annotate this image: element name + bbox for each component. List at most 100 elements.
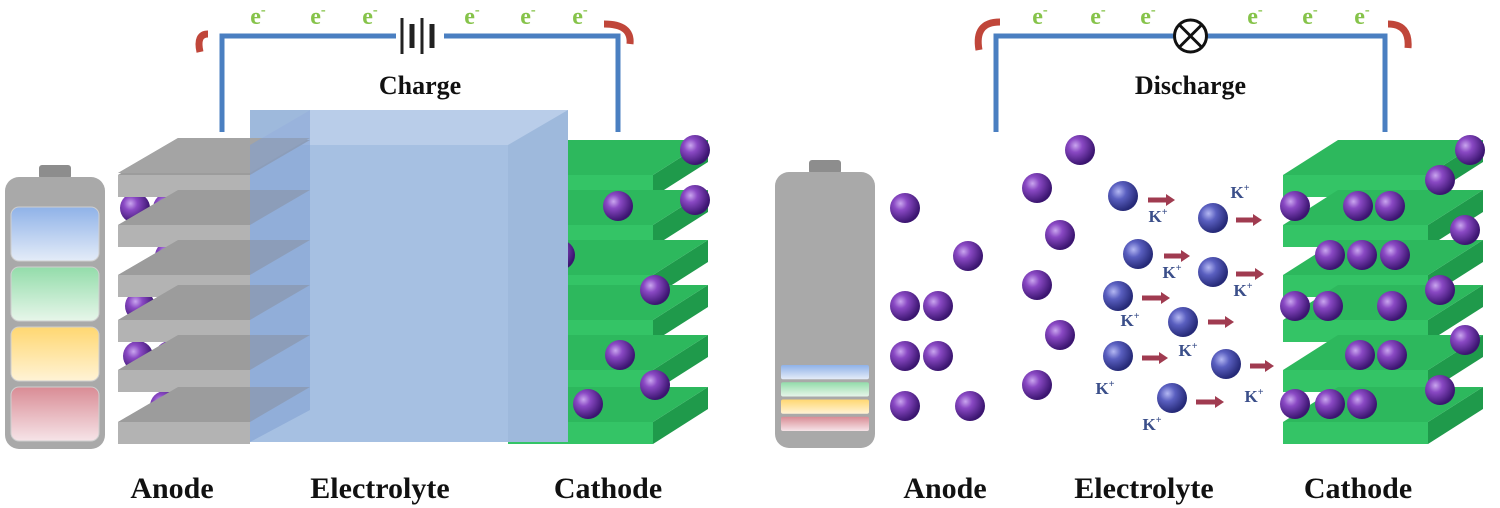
discharge-title: Discharge [1135, 71, 1246, 100]
ion-label-main: K [1178, 341, 1192, 360]
electron-label-sup: - [373, 2, 378, 18]
cathode-label: Cathode [554, 472, 662, 505]
cathode-layer-side [1428, 387, 1483, 444]
circuit-arrow [974, 18, 1001, 51]
intercalated-ion [890, 193, 920, 223]
potassium-ion [1211, 349, 1241, 379]
electron-label-sup: - [531, 2, 536, 18]
intercalated-ion [953, 241, 983, 271]
intercalated-ion [1313, 291, 1343, 321]
intercalated-ion [1345, 340, 1375, 370]
intercalated-ion [1425, 275, 1455, 305]
intercalated-ion [1045, 220, 1075, 250]
electron-label-sup: - [1043, 2, 1048, 18]
ion-label-main: K [1095, 379, 1109, 398]
ion-arrow-head [1265, 360, 1274, 372]
cathode-stack [1280, 135, 1485, 444]
intercalated-ion [1425, 375, 1455, 405]
electron-label-sup: - [475, 2, 480, 18]
ion-label: K+ [1095, 379, 1114, 398]
ion-arrow-head [1225, 316, 1234, 328]
battery-gauge-cell [10, 266, 100, 322]
ion-label: K+ [1230, 183, 1249, 202]
electron-label-sup: - [1151, 2, 1156, 18]
intercalated-ion [573, 389, 603, 419]
ion-label-sup: + [1156, 415, 1162, 426]
separator-face [250, 110, 310, 442]
ion-arrow-head [1253, 214, 1262, 226]
ion-label: K+ [1148, 207, 1167, 226]
electron-label-sup: - [1258, 2, 1263, 18]
battery-gauge-cell [781, 365, 869, 380]
electron-label-main: e [1032, 4, 1043, 30]
battery-gauge-icon [5, 165, 105, 449]
ion-label-sup: + [1109, 379, 1115, 390]
cathode-layer-side [653, 285, 708, 342]
electron-label: e- [310, 2, 326, 30]
battery-symbol-icon [396, 18, 444, 54]
ion-label: K+ [1162, 263, 1181, 282]
electrolyte-label: Electrolyte [1074, 472, 1213, 505]
intercalated-ion [955, 391, 985, 421]
electron-label-main: e [250, 4, 261, 30]
intercalated-ion [1377, 340, 1407, 370]
ion-label: K+ [1233, 281, 1252, 300]
electron-label-main: e [572, 4, 583, 30]
potassium-ion [1103, 281, 1133, 311]
intercalated-ion [890, 291, 920, 321]
lamp-symbol-icon [1173, 18, 1208, 54]
electron-label-main: e [1302, 4, 1313, 30]
battery-gauge-cell [10, 326, 100, 382]
intercalated-ion [1450, 325, 1480, 355]
intercalated-ion [1280, 191, 1310, 221]
intercalated-ion [640, 370, 670, 400]
cathode-layer-front [1283, 370, 1428, 392]
intercalated-ion [890, 391, 920, 421]
electron-label: e- [572, 2, 588, 30]
intercalated-ion [890, 341, 920, 371]
electron-label: e- [1354, 2, 1370, 30]
intercalated-ion [1375, 191, 1405, 221]
electron-label-sup: - [321, 2, 326, 18]
intercalated-ion [1425, 165, 1455, 195]
intercalated-ion [923, 291, 953, 321]
intercalated-ion [1315, 389, 1345, 419]
circuit-arrow [1387, 20, 1412, 49]
potassium-ion [1198, 203, 1228, 233]
anode-layer-front [118, 370, 250, 392]
potassium-ion [1157, 383, 1187, 413]
circuit-arrow [195, 30, 209, 53]
ion-arrow-head [1215, 396, 1224, 408]
electron-label-main: e [310, 4, 321, 30]
battery-symbol-gap [396, 24, 444, 48]
ion-arrow [1236, 214, 1262, 226]
cathode-layer-top [1283, 140, 1483, 175]
ion-label-sup: + [1162, 207, 1168, 218]
battery-gauge-cell [781, 399, 869, 414]
ion-label-sup: + [1134, 311, 1140, 322]
ion-label-main: K [1233, 281, 1247, 300]
intercalated-ion [603, 191, 633, 221]
anode-layer-front [118, 422, 250, 444]
electron-label: e- [362, 2, 378, 30]
ion-arrow-head [1166, 194, 1175, 206]
intercalated-ion [1315, 240, 1345, 270]
electron-label-main: e [1247, 4, 1258, 30]
electron-label-sup: - [1313, 2, 1318, 18]
electron-label-main: e [1354, 4, 1365, 30]
electrolyte-top [250, 110, 568, 145]
intercalated-ion [680, 135, 710, 165]
intercalated-ion [923, 341, 953, 371]
intercalated-ion [680, 185, 710, 215]
cathode-layer-side [653, 387, 708, 444]
intercalated-ion [1022, 173, 1052, 203]
ion-arrow [1142, 292, 1170, 304]
battery-gauge-cell [10, 206, 100, 262]
circuit-arrow [603, 20, 634, 45]
charge-title: Charge [379, 71, 461, 100]
ion-arrow-head [1161, 292, 1170, 304]
intercalated-ion [1280, 291, 1310, 321]
ion-label-sup: + [1192, 341, 1198, 352]
intercalated-ion [1455, 135, 1485, 165]
electron-label-main: e [362, 4, 373, 30]
